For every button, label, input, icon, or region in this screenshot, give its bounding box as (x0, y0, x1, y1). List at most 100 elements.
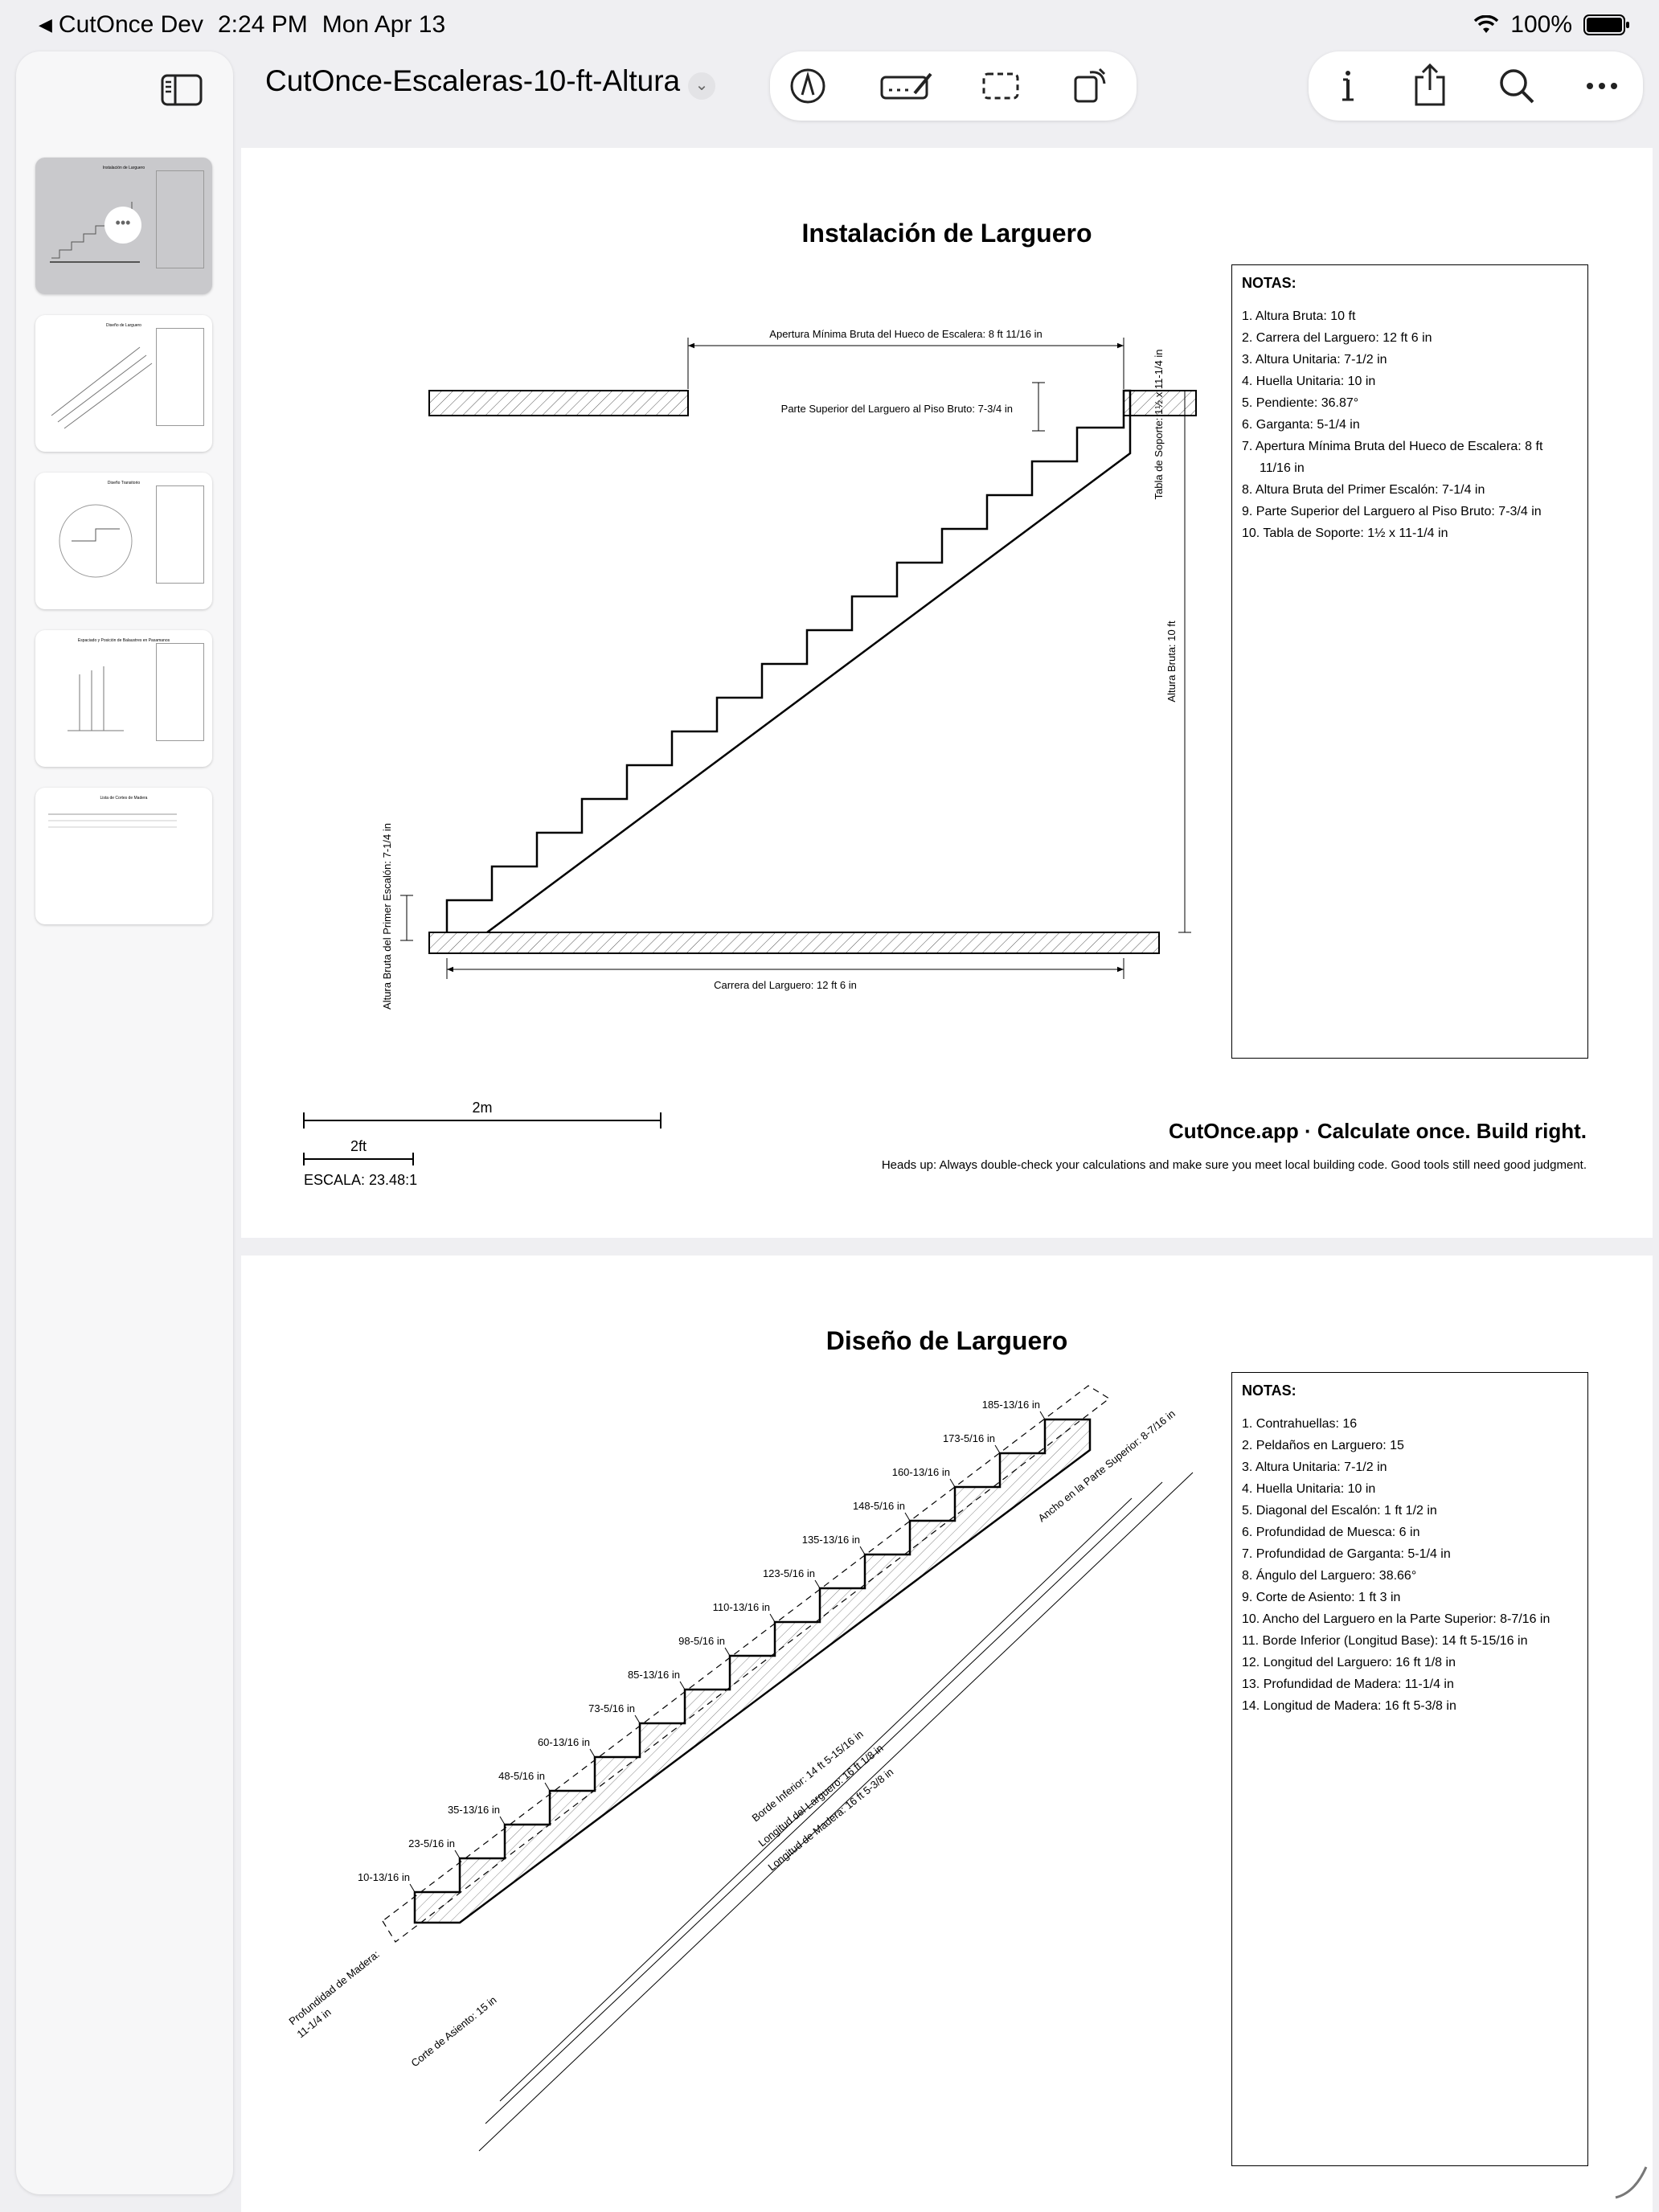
more-icon[interactable] (1582, 66, 1622, 106)
bottom-edge-line (499, 1497, 1133, 2102)
step-mark-label: 85-13/16 in (628, 1669, 680, 1681)
thumbnail-notes-box (156, 328, 204, 426)
notes-heading: NOTAS: (1242, 275, 1296, 291)
note-item: 9. Parte Superior del Larguero al Piso B… (1242, 505, 1542, 518)
page-curl-icon[interactable] (1611, 2162, 1651, 2202)
step-mark-label: 10-13/16 in (358, 1871, 410, 1883)
note-item: 5. Pendiente: 36.87° (1242, 396, 1359, 410)
status-date: Mon Apr 13 (322, 11, 446, 38)
page-options-button[interactable]: ••• (104, 207, 141, 244)
thumbnail-drawing (59, 504, 133, 578)
step-mark-label: 98-5/16 in (678, 1635, 725, 1647)
step-mark-tick (904, 1512, 911, 1522)
thumbnail-drawing (68, 666, 124, 731)
select-region-icon[interactable] (981, 66, 1021, 106)
brand-tagline: CutOnce.app · Calculate once. Build righ… (1169, 1119, 1587, 1143)
header-board-label: Tabla de Soporte: 1½ x 11-1/4 in (1153, 350, 1165, 500)
back-triangle-icon: ◀ (39, 14, 52, 35)
top-to-floor-label: Parte Superior del Larguero al Piso Brut… (781, 403, 1013, 415)
step-mark-label: 135-13/16 in (802, 1534, 860, 1546)
search-icon[interactable] (1497, 66, 1537, 106)
opening-dimension-label: Apertura Mínima Bruta del Hueco de Escal… (769, 328, 1042, 340)
seat-cut-label: Corte de Asiento: 15 in (409, 1993, 499, 2069)
lumber-length-line (478, 1472, 1194, 2152)
wifi-icon (1474, 15, 1499, 33)
note-item: 8. Ángulo del Larguero: 38.66° (1242, 1569, 1417, 1583)
page-thumbnail-3[interactable]: Diseño Transitorio (35, 473, 212, 609)
page-thumbnail-4[interactable]: Espaciado y Posición de Balaustres en Pa… (35, 630, 212, 767)
title-menu-chevron-icon[interactable]: ⌄ (688, 72, 715, 100)
step-mark-tick (859, 1546, 866, 1555)
step-mark-tick (409, 1883, 416, 1893)
note-item: 9. Corte de Asiento: 1 ft 3 in (1242, 1591, 1401, 1604)
note-item: 5. Diagonal del Escalón: 1 ft 1/2 in (1242, 1504, 1437, 1518)
notes-list: 1. Altura Bruta: 10 ft 2. Carrera del La… (1242, 305, 1576, 544)
note-item: 2. Peldaños en Larguero: 15 (1242, 1439, 1404, 1452)
floor-slab (428, 932, 1160, 954)
page-thumbnail-1[interactable]: Instalación de Larguero ••• (35, 158, 212, 294)
thumbnail-notes-box (156, 485, 204, 584)
step-mark-label: 173-5/16 in (943, 1432, 995, 1444)
notes-panel: NOTAS: 1. Altura Bruta: 10 ft 2. Carrera… (1231, 264, 1588, 1059)
total-height-label: Altura Bruta: 10 ft (1165, 621, 1178, 703)
signature-icon[interactable] (879, 66, 936, 106)
back-to-app-button[interactable]: ◀ CutOnce Dev (39, 11, 203, 39)
first-step-label: Altura Bruta del Primer Escalón: 7-1/4 i… (381, 823, 393, 1010)
note-item: 8. Altura Bruta del Primer Escalón: 7-1/… (1242, 483, 1485, 497)
step-mark-tick (994, 1444, 1001, 1454)
scale-2ft-label: 2ft (350, 1138, 367, 1154)
step-mark-tick (634, 1714, 641, 1724)
markup-pen-icon[interactable] (788, 66, 828, 106)
page-thumbnail-5[interactable]: Lista de Cortes de Madera (35, 788, 212, 924)
info-icon[interactable] (1328, 66, 1368, 106)
page-title: Instalación de Larguero (801, 219, 1092, 248)
note-item: 4. Huella Unitaria: 10 in (1242, 1482, 1376, 1496)
notes-heading: NOTAS: (1242, 1382, 1296, 1399)
header-board (1123, 390, 1197, 416)
note-item: 14. Longitud de Madera: 16 ft 5-3/8 in (1242, 1699, 1456, 1713)
step-mark-label: 35-13/16 in (448, 1804, 500, 1816)
page-title: Diseño de Larguero (825, 1326, 1068, 1355)
thumbnail-title: Lista de Cortes de Madera (100, 796, 148, 801)
thumbnail-sidebar: Instalación de Larguero ••• Diseño de La… (16, 51, 233, 2194)
back-app-label: CutOnce Dev (58, 11, 203, 38)
step-mark-label: 60-13/16 in (538, 1736, 590, 1748)
scale-ratio-label: ESCALA: 23.48:1 (304, 1172, 417, 1188)
lumber-outline-dashed (382, 1385, 1111, 1943)
share-icon[interactable] (1410, 63, 1450, 108)
document-title[interactable]: CutOnce-Escaleras-10-ft-Altura (265, 64, 681, 97)
note-item: 7. Apertura Mínima Bruta del Hueco de Es… (1242, 440, 1543, 475)
stringer-outline (445, 389, 1132, 934)
stringer-length-line (485, 1481, 1163, 2124)
note-item: 1. Altura Bruta: 10 ft (1242, 309, 1356, 323)
step-mark-tick (499, 1816, 506, 1825)
step-mark-tick (544, 1782, 551, 1792)
upper-floor-joist (428, 390, 689, 416)
step-mark-tick (679, 1681, 686, 1690)
thumbnail-title: Espaciado y Posición de Balaustres en Pa… (77, 638, 170, 643)
thumbnail-drawing (48, 813, 177, 828)
note-item: 4. Huella Unitaria: 10 in (1242, 375, 1376, 388)
thumbnail-notes-box (156, 643, 204, 741)
note-item: 6. Garganta: 5-1/4 in (1242, 418, 1360, 432)
thumbnail-notes-box (156, 170, 204, 268)
step-mark-label: 73-5/16 in (588, 1702, 635, 1714)
thumbnail-drawing (51, 346, 153, 429)
markup-toolbar (770, 51, 1137, 121)
rotate-page-icon[interactable] (1071, 64, 1112, 106)
battery-icon (1583, 14, 1629, 35)
note-item: 6. Profundidad de Muesca: 6 in (1242, 1526, 1420, 1539)
disclaimer-text: Heads up: Always double-check your calcu… (882, 1158, 1587, 1172)
action-toolbar (1309, 51, 1643, 121)
lumber-depth-label-a: Profundidad de Madera: (287, 1948, 382, 2027)
sidebar-toggle-icon[interactable] (159, 68, 204, 113)
note-item: 10. Tabla de Soporte: 1½ x 11-1/4 in (1242, 526, 1448, 540)
page-thumbnail-2[interactable]: Diseño de Larguero (35, 315, 212, 452)
pdf-page-1: Instalación de Larguero Apertura Mínima … (241, 148, 1653, 1238)
thumbnail-title: Diseño Transitorio (107, 481, 141, 485)
step-mark-tick (724, 1647, 731, 1657)
thumbnail-title: Diseño de Larguero (106, 323, 141, 328)
note-item: 3. Altura Unitaria: 7-1/2 in (1242, 1460, 1387, 1474)
step-mark-tick (949, 1478, 956, 1488)
